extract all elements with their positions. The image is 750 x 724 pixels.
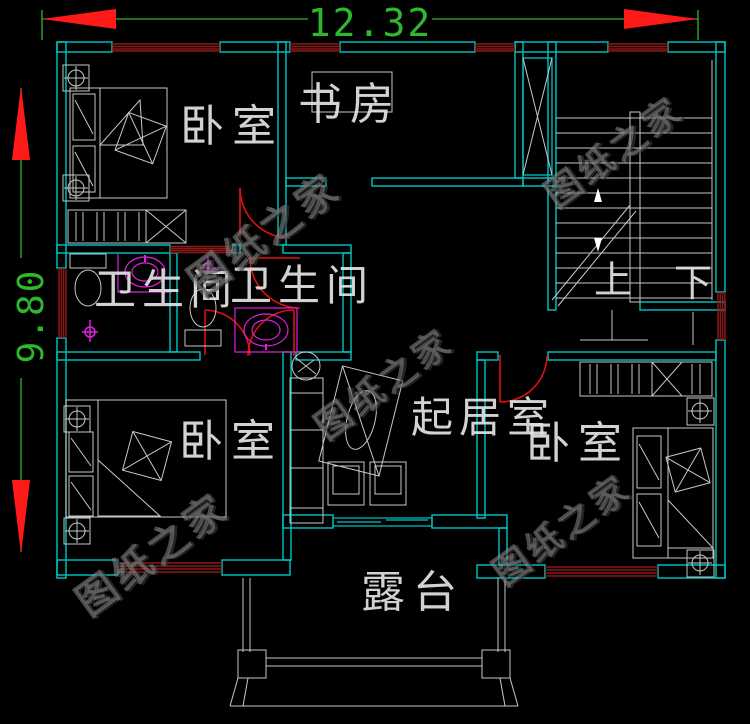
room-label-bedroom-top-left: 卧室 — [180, 102, 284, 151]
wall-lights-top-left — [62, 64, 90, 202]
staircase — [551, 60, 713, 345]
doors — [204, 187, 548, 403]
room-label-living-room: 起居室 — [410, 394, 556, 441]
room-label-bedroom-bottom-right: 卧室 — [526, 419, 630, 468]
stair-down-label: 下 — [673, 263, 713, 305]
window-right — [717, 292, 726, 340]
study-desk — [311, 71, 393, 113]
wall-lights-bottom-left — [63, 405, 91, 545]
rug — [318, 365, 404, 477]
terrace-sliding-door — [332, 517, 433, 527]
bathroom-2-fixtures — [184, 256, 298, 353]
windows — [58, 43, 726, 577]
bed-bottom-left — [65, 399, 227, 518]
terrace-structure — [229, 578, 519, 707]
top-dimension-arrows — [42, 9, 698, 29]
room-label-bathroom-2: 卫生间 — [229, 262, 375, 309]
door-bedroom-bottom-right — [499, 355, 548, 403]
left-dimension-arrows — [12, 86, 30, 554]
door-bedroom-bottom-left — [247, 309, 295, 357]
wall-lights-bottom-right — [686, 397, 715, 578]
shower-1 — [82, 320, 98, 342]
window-top-1 — [112, 43, 220, 52]
window-top-4 — [608, 43, 668, 52]
flue-shaft — [522, 57, 553, 176]
window-left — [58, 268, 67, 338]
door-bedroom-top-left — [239, 187, 291, 239]
stair-break-line — [551, 204, 637, 307]
window-interior — [170, 245, 232, 254]
window-top-3 — [475, 43, 515, 52]
wardrobe-bottom-right — [579, 361, 713, 397]
window-bottom-left — [118, 562, 222, 573]
room-label-terrace: 露台 — [361, 568, 465, 617]
terrace-column-right — [481, 649, 511, 679]
stair-direction-arrows — [594, 188, 602, 252]
door-bathroom-1 — [204, 309, 251, 356]
dimension-width: 12.32 — [307, 1, 433, 45]
bathroom-1-fixtures — [69, 253, 172, 342]
wardrobe-top-left — [67, 209, 187, 244]
stair-handrail — [629, 111, 641, 303]
room-label-bedroom-bottom-left: 卧室 — [179, 417, 283, 466]
shower-2 — [200, 256, 216, 278]
window-top-2 — [290, 43, 340, 52]
bed-bottom-right — [632, 427, 715, 559]
exterior-walls — [56, 41, 726, 579]
sofa-set — [289, 351, 407, 524]
terrace-column-left — [237, 649, 267, 679]
bed-top-left — [69, 87, 168, 199]
room-label-bathroom-1: 卫生间 — [93, 266, 239, 313]
room-label-study: 书房 — [298, 80, 402, 129]
window-bottom-right — [545, 566, 658, 577]
door-bathroom-2 — [249, 257, 301, 309]
dimension-height: 9.80 — [11, 268, 52, 364]
stair-up-label: 上 — [593, 260, 633, 302]
